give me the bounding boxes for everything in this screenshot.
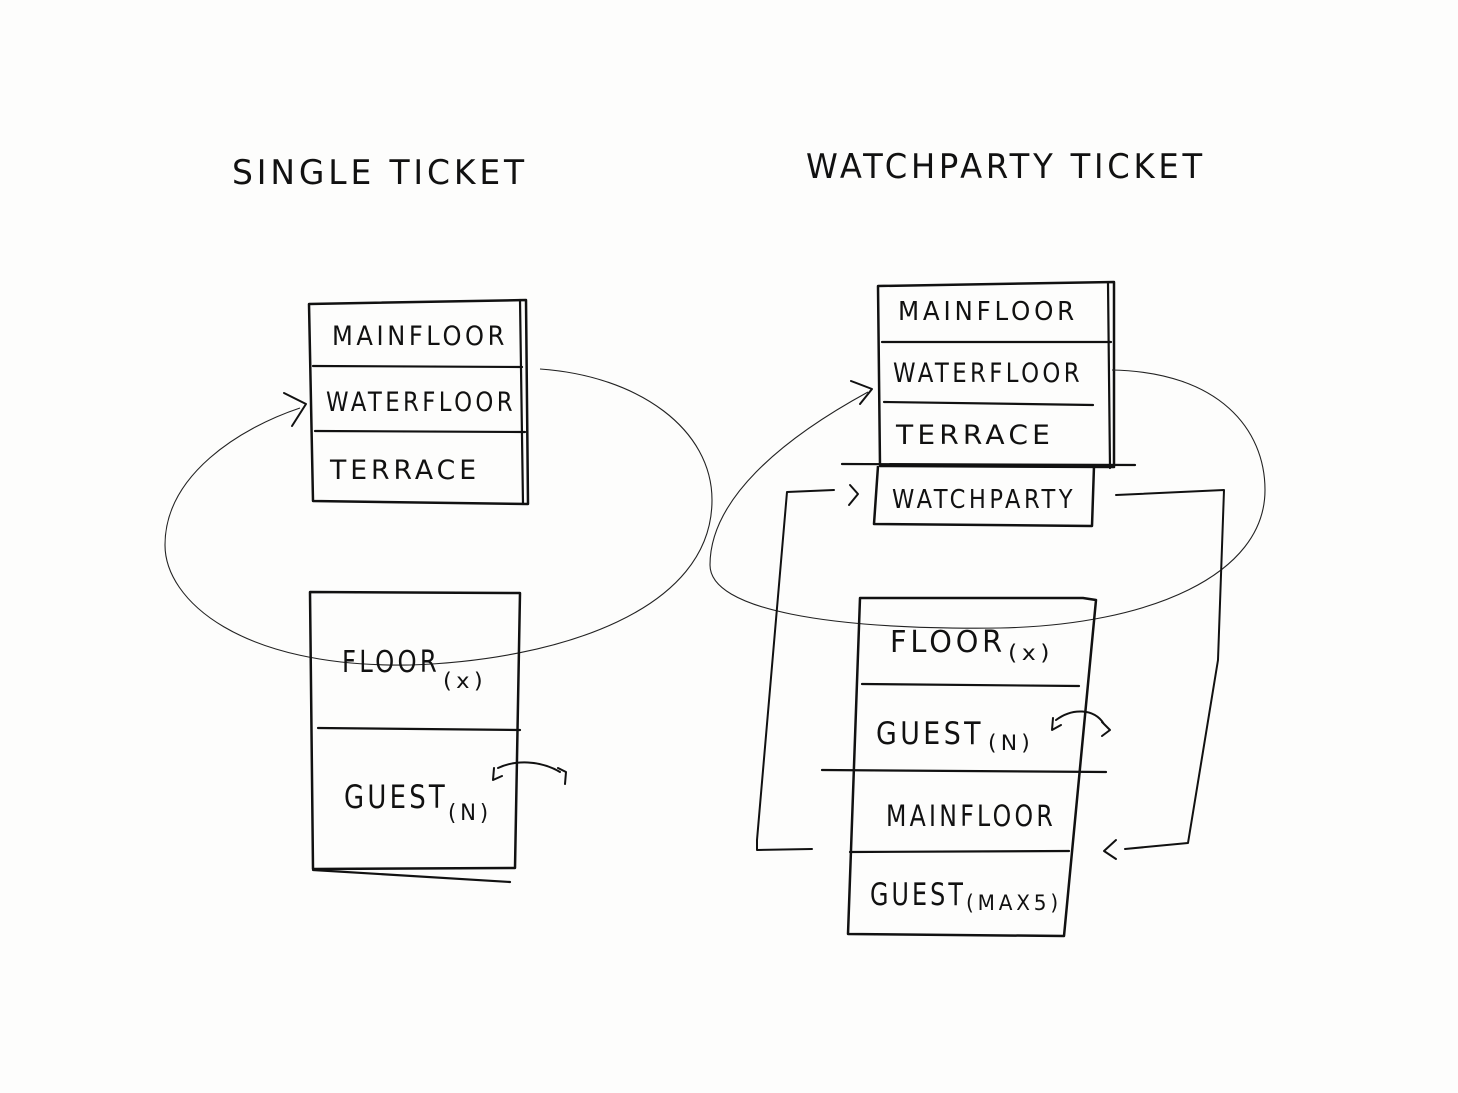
watchparty-mainfloor-label: MAINFLOOR bbox=[886, 799, 1056, 833]
single-ticket-title: SINGLE TICKET bbox=[232, 153, 528, 193]
watchparty-zone-box: MAINFLOOR WATERFLOOR TERRACE WATCHPARTY bbox=[840, 280, 1137, 528]
single-composition-box: FLOOR (x) GUEST (N) bbox=[308, 590, 567, 884]
watchparty-floor-sub: (x) bbox=[1008, 641, 1054, 665]
watchparty-zone-watchparty: WATCHPARTY bbox=[892, 485, 1076, 515]
single-zone-waterfloor: WATERFLOOR bbox=[326, 387, 516, 418]
single-zone-box: MAINFLOOR WATERFLOOR TERRACE bbox=[307, 298, 530, 506]
single-floor-label: FLOOR bbox=[342, 645, 440, 680]
watchparty-ticket-title: WATCHPARTY TICKET bbox=[806, 147, 1206, 187]
watchparty-floor-label: FLOOR bbox=[890, 625, 1006, 660]
single-loop-connector bbox=[164, 368, 713, 666]
single-guest-repeat-arrow bbox=[492, 761, 567, 785]
single-loop-arrowhead bbox=[283, 392, 307, 427]
watchparty-guest-label: GUEST bbox=[876, 716, 984, 752]
watchparty-right-bracket-connector bbox=[1115, 489, 1225, 850]
single-ticket-diagram: SINGLE TICKET MAINFLOOR WATERFLOOR TERRA… bbox=[164, 153, 713, 884]
watchparty-left-bracket-arrowhead bbox=[848, 484, 859, 506]
single-guest-label: GUEST bbox=[344, 778, 448, 816]
watchparty-right-bracket-arrowhead bbox=[1103, 839, 1117, 860]
watchparty-zone-waterfloor: WATERFLOOR bbox=[893, 358, 1083, 389]
watchparty-loop-arrowhead bbox=[850, 380, 873, 405]
watchparty-composition-box: FLOOR (x) GUEST (N) MAINFLOOR GUEST (MAX… bbox=[820, 596, 1111, 938]
watchparty-left-bracket-connector bbox=[756, 489, 835, 851]
single-guest-sub: (N) bbox=[448, 801, 492, 826]
watchparty-zone-mainfloor: MAINFLOOR bbox=[898, 297, 1078, 327]
single-floor-sub: (x) bbox=[443, 669, 487, 693]
single-zone-mainfloor: MAINFLOOR bbox=[332, 321, 508, 352]
watchparty-loop-connector bbox=[709, 369, 1266, 629]
watchparty-guest-sub: (N) bbox=[988, 731, 1034, 755]
watchparty-guest-max-sub: (MAX5) bbox=[966, 891, 1062, 915]
watchparty-guest-max-label: GUEST bbox=[870, 877, 966, 913]
watchparty-guest-repeat-arrow bbox=[1051, 710, 1111, 737]
watchparty-zone-terrace: TERRACE bbox=[895, 420, 1054, 451]
single-zone-terrace: TERRACE bbox=[329, 455, 480, 486]
watchparty-ticket-diagram: WATCHPARTY TICKET MAINFLOOR WATERFLOOR T… bbox=[709, 147, 1266, 938]
